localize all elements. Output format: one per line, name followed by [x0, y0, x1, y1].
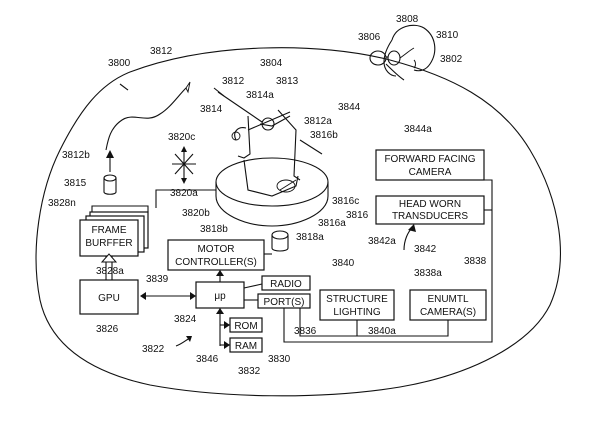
ref-3802: 3802: [440, 54, 463, 65]
gpu-block: GPU: [79, 279, 139, 315]
ref-3806: 3806: [358, 32, 381, 43]
structure-lighting-label-2: LIGHTING: [333, 307, 380, 318]
ref-3814a: 3814a: [246, 90, 274, 101]
ref-3832: 3832: [238, 366, 261, 377]
environmental-camera-label-1: ENUMTL: [427, 294, 469, 305]
forward-camera-label-2: CAMERA: [409, 167, 452, 178]
ref-3828a: 3828a: [96, 266, 124, 277]
ref-3844: 3844: [338, 102, 361, 113]
radio-block: RADIO: [261, 275, 311, 291]
reference-numerals: 3800 3812 3804 3808 3806 3810 3802 3812 …: [48, 14, 487, 377]
rotating-platform: [215, 157, 329, 227]
ref-3840a: 3840a: [368, 326, 396, 337]
gimbal-assembly: [213, 87, 323, 197]
sensor-3815: [103, 174, 117, 195]
ref-3838a: 3838a: [414, 268, 442, 279]
ram-block: RAM: [229, 337, 263, 353]
motor-controller-block: MOTOR CONTROLLER(S): [167, 239, 265, 271]
ref-3800: 3800: [108, 58, 131, 69]
cable-3812: [105, 87, 187, 151]
ref-3820b: 3820b: [182, 208, 210, 219]
ref-3818a: 3818a: [296, 232, 324, 243]
ref-3830: 3830: [268, 354, 291, 365]
gpu-label: GPU: [98, 293, 120, 304]
connection-lines: [91, 179, 493, 349]
environmental-camera-label-2: CAMERA(S): [420, 307, 476, 318]
rom-block: ROM: [229, 317, 263, 333]
motor-controller-label-1: MOTOR: [197, 244, 234, 255]
ref-3808: 3808: [396, 14, 419, 25]
ref-3836: 3836: [294, 326, 317, 337]
sensor-3818a: [271, 230, 289, 252]
ref-3813: 3813: [276, 76, 299, 87]
frame-buffer-label-2: BURFFER: [85, 238, 132, 249]
ref-3820a: 3820a: [170, 188, 198, 199]
ram-label: RAM: [235, 341, 257, 352]
ref-3812-top: 3812: [150, 46, 173, 57]
user-head-icon: [369, 24, 436, 77]
ref-3820c: 3820c: [168, 132, 195, 143]
ports-block: PORT(S): [257, 293, 311, 309]
ref-3816: 3816: [346, 210, 369, 221]
rom-label: ROM: [234, 321, 257, 332]
ref-3816c: 3816c: [332, 196, 359, 207]
ref-3812b: 3812b: [62, 150, 90, 161]
frame-buffer-label-1: FRAME: [92, 225, 127, 236]
forward-camera-block: FORWARD FACING CAMERA: [375, 149, 485, 181]
ref-3838: 3838: [464, 256, 487, 267]
ref-3815: 3815: [64, 178, 87, 189]
ref-3816a: 3816a: [318, 218, 346, 229]
microprocessor-block: μp: [195, 281, 245, 309]
ref-3816b: 3816b: [310, 130, 338, 141]
head-transducers-label-1: HEAD WORN: [399, 199, 461, 210]
ref-3812-gimbal: 3812: [222, 76, 245, 87]
ref-3814: 3814: [200, 104, 223, 115]
ref-3812a: 3812a: [304, 116, 332, 127]
enclosure-outline: [35, 47, 561, 397]
head-transducers-label-2: TRANSDUCERS: [392, 211, 468, 222]
environmental-camera-block: ENUMTL CAMERA(S): [409, 289, 487, 321]
ref-3844a: 3844a: [404, 124, 432, 135]
ref-3842a: 3842a: [368, 236, 396, 247]
motor-controller-label-2: CONTROLLER(S): [175, 257, 257, 268]
ref-3826: 3826: [96, 324, 119, 335]
forward-camera-label-1: FORWARD FACING: [384, 154, 475, 165]
ref-3842: 3842: [414, 244, 437, 255]
rotation-axes-icon: [172, 146, 196, 184]
structure-lighting-label-1: STRUCTURE: [326, 294, 388, 305]
radio-label: RADIO: [270, 279, 302, 290]
ref-3804: 3804: [260, 58, 283, 69]
ports-label: PORT(S): [264, 297, 305, 308]
ref-3810: 3810: [436, 30, 459, 41]
ref-3818b: 3818b: [200, 224, 228, 235]
ref-3828n: 3828n: [48, 198, 76, 209]
ref-3824: 3824: [174, 314, 197, 325]
ref-3840: 3840: [332, 258, 355, 269]
ref-3846: 3846: [196, 354, 219, 365]
head-transducers-block: HEAD WORN TRANSDUCERS: [375, 195, 485, 225]
structure-lighting-block: STRUCTURE LIGHTING: [319, 289, 395, 321]
ref-3822: 3822: [142, 344, 165, 355]
microprocessor-label: μp: [214, 291, 226, 302]
frame-buffer-block: FRAME BURFFER: [79, 211, 149, 257]
ref-3839: 3839: [146, 274, 169, 285]
